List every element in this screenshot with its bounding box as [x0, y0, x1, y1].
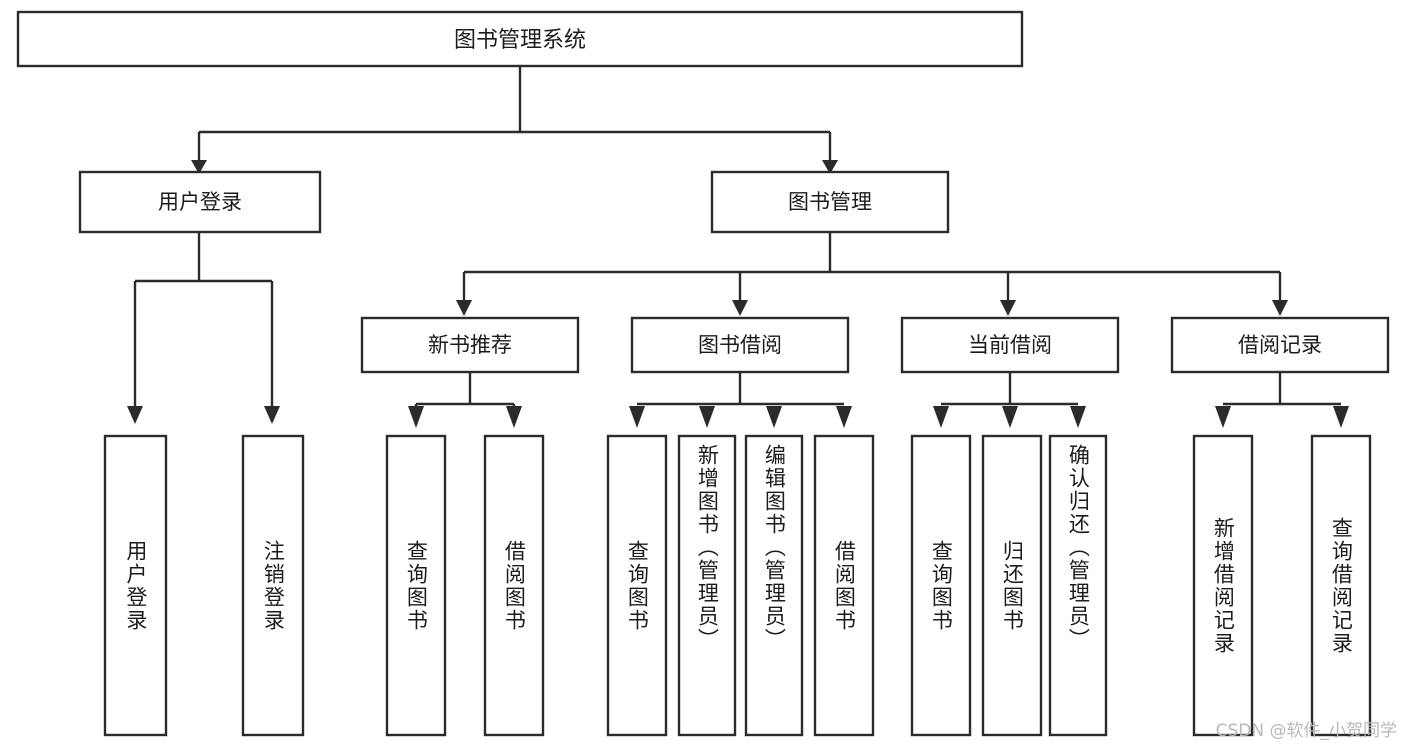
node-book-borrow-label: 图书借阅	[698, 333, 782, 357]
node-current-borrow-label: 当前借阅	[968, 333, 1052, 357]
leaf-query-book-current-box[interactable]	[910, 434, 972, 737]
leaf-edit-book-box[interactable]	[744, 434, 804, 737]
arrow-head-leaf-borrow-book-rec	[506, 406, 522, 428]
leaf-box-layer	[103, 434, 1372, 737]
arrow-head-leaf-query-book-rec	[408, 406, 424, 428]
leaf-user-login-box[interactable]	[103, 434, 168, 737]
node-book-manage-box[interactable]	[710, 170, 950, 234]
leaf-query-book-borrow-box[interactable]	[606, 434, 668, 737]
node-user-login[interactable]: 用户登录	[78, 170, 322, 234]
arrow-head-leaf-user-logout	[264, 406, 280, 424]
node-book-manage-label: 图书管理	[788, 190, 872, 214]
node-borrow-record-box[interactable]	[1170, 316, 1390, 374]
arrow-head-leaf-confirm-return	[1070, 406, 1086, 428]
leaf-user-logout-box[interactable]	[241, 434, 305, 737]
arrow-head-leaf-query-book-current	[933, 406, 949, 428]
node-new-book-recommend-label: 新书推荐	[428, 333, 512, 357]
arrow-head-leaf-query-record	[1333, 406, 1349, 428]
node-borrow-record-label: 借阅记录	[1238, 333, 1322, 357]
node-new-book-recommend-box[interactable]	[360, 316, 580, 374]
connector-layer	[127, 66, 1349, 428]
node-book-manage[interactable]: 图书管理	[710, 170, 950, 234]
arrow-head-current-borrow	[1000, 300, 1016, 316]
leaf-confirm-return-box[interactable]	[1048, 434, 1108, 737]
leaf-query-book-rec-box[interactable]	[385, 434, 447, 737]
arrow-head-leaf-edit-book	[766, 406, 782, 428]
arrow-head-book-borrow	[732, 300, 748, 316]
node-user-login-box[interactable]	[78, 170, 322, 234]
leaf-query-record-box[interactable]	[1310, 434, 1372, 737]
node-current-borrow-box[interactable]	[900, 316, 1120, 374]
node-root[interactable]: 图书管理系统	[16, 10, 1024, 68]
arrow-head-leaf-borrow-book	[836, 406, 852, 428]
node-book-borrow-box[interactable]	[630, 316, 850, 374]
arrow-head-leaf-add-record	[1215, 406, 1231, 428]
leaf-borrow-book-box[interactable]	[813, 434, 875, 737]
leaf-return-book-box[interactable]	[981, 434, 1043, 737]
leaf-add-book-box[interactable]	[677, 434, 737, 737]
node-book-borrow[interactable]: 图书借阅	[630, 316, 850, 374]
node-borrow-record[interactable]: 借阅记录	[1170, 316, 1390, 374]
arrow-head-borrow-record	[1272, 300, 1288, 316]
arrow-head-leaf-add-book	[699, 406, 715, 428]
node-new-book-recommend[interactable]: 新书推荐	[360, 316, 580, 374]
node-root-box[interactable]	[16, 10, 1024, 68]
arrow-head-user-login	[191, 160, 207, 174]
arrow-head-leaf-query-book-borrow	[629, 406, 645, 428]
leaf-borrow-book-rec-box[interactable]	[483, 434, 545, 737]
leaf-add-record-box[interactable]	[1192, 434, 1254, 737]
arrow-head-book-manage	[822, 160, 838, 174]
node-root-label: 图书管理系统	[454, 28, 586, 53]
node-user-login-label: 用户登录	[158, 190, 242, 214]
arrow-head-new-book-recommend	[456, 300, 472, 316]
arrow-head-leaf-return-book	[1002, 406, 1018, 428]
arrow-head-leaf-user-login	[127, 406, 143, 424]
node-current-borrow[interactable]: 当前借阅	[900, 316, 1120, 374]
